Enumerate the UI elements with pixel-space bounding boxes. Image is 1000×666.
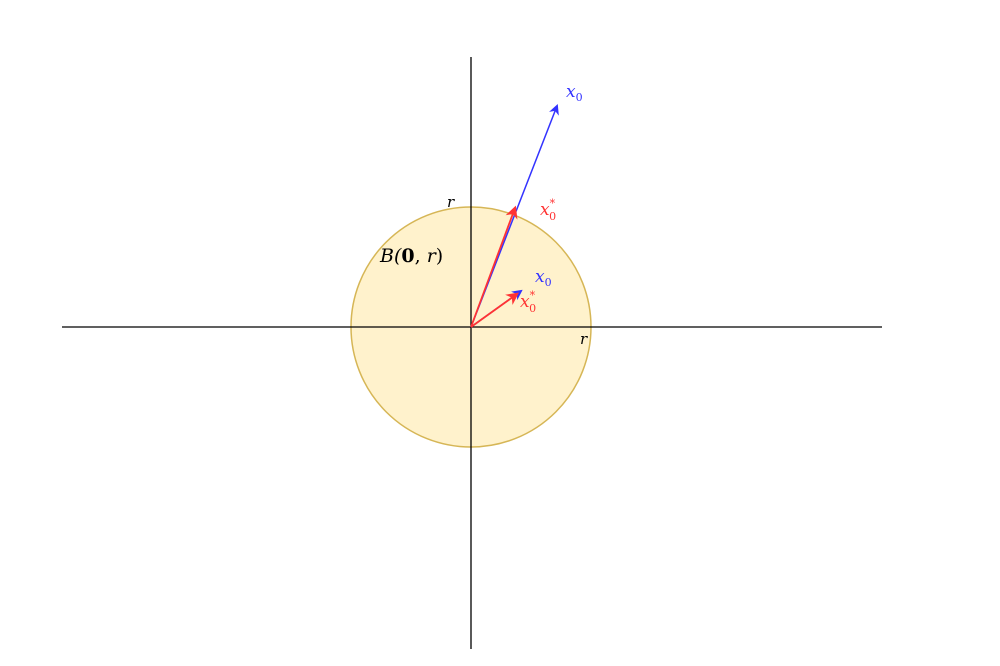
radius-label-right: r: [580, 330, 588, 348]
ball-label: B(0, r): [379, 245, 443, 267]
inner-projected-vector: [470, 292, 520, 328]
inner-x0-label: x0: [535, 267, 552, 289]
outer-projected-vector: [470, 205, 518, 328]
outer-x0-star-label: x*0: [540, 197, 556, 223]
inner-x0-star-label: x*0: [520, 289, 536, 315]
outer-x0-label: x0: [566, 82, 583, 104]
radius-label-top: r: [447, 193, 455, 211]
